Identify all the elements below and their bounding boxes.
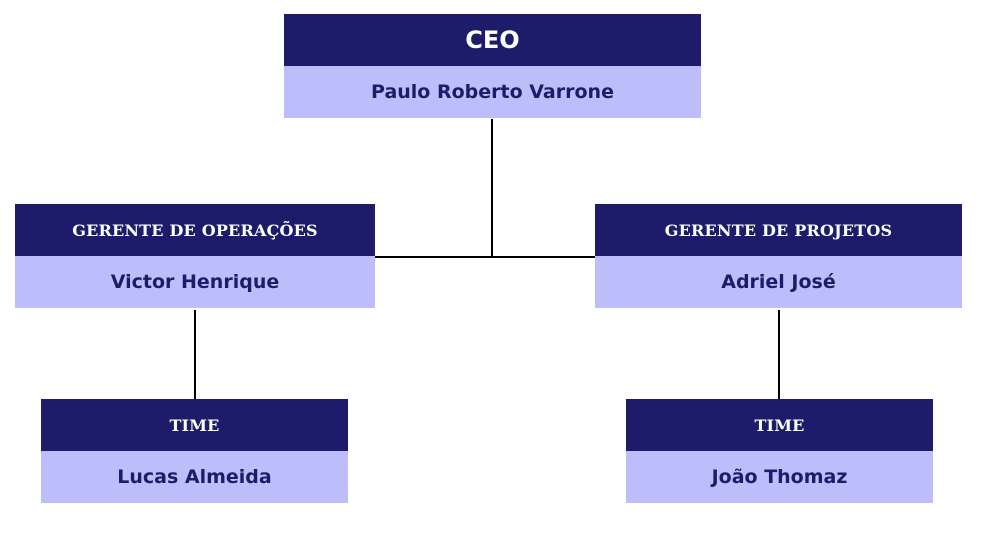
team-left-node: TIME Lucas Almeida	[41, 399, 348, 503]
team-right-node: TIME João Thomaz	[626, 399, 933, 503]
team-right-title: TIME	[626, 399, 933, 451]
team-left-name: Lucas Almeida	[41, 451, 348, 503]
team-left-title: TIME	[41, 399, 348, 451]
ceo-name: Paulo Roberto Varrone	[284, 66, 701, 118]
projects-manager-name: Adriel José	[595, 256, 962, 308]
operations-manager-title: GERENTE DE OPERAÇÕES	[15, 204, 375, 256]
operations-manager-node: GERENTE DE OPERAÇÕES Victor Henrique	[15, 204, 375, 308]
projects-manager-title: GERENTE DE PROJETOS	[595, 204, 962, 256]
ceo-title: CEO	[284, 14, 701, 66]
projects-manager-node: GERENTE DE PROJETOS Adriel José	[595, 204, 962, 308]
operations-manager-name: Victor Henrique	[15, 256, 375, 308]
team-right-name: João Thomaz	[626, 451, 933, 503]
ceo-node: CEO Paulo Roberto Varrone	[284, 14, 701, 118]
